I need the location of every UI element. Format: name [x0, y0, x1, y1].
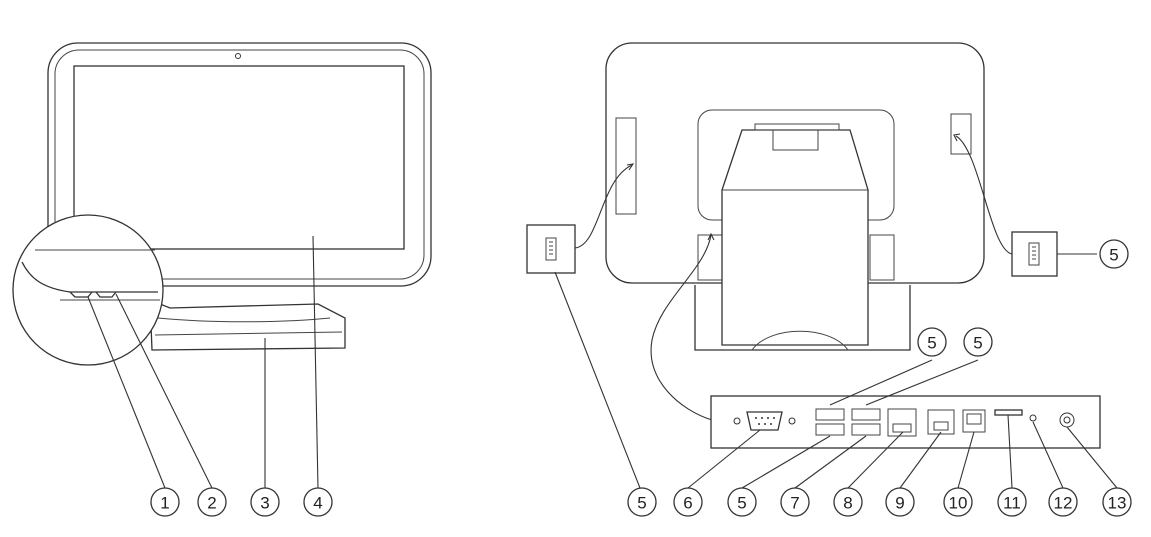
callout-circle [917, 327, 947, 357]
callout-label: 12 [1054, 494, 1073, 513]
rear-view [526, 42, 1118, 489]
callout-label: 2 [207, 494, 216, 513]
callout-13: 13 [1102, 487, 1132, 517]
callout-label: 13 [1108, 494, 1127, 513]
callout-12: 12 [1048, 487, 1078, 517]
rj-port-icon [927, 409, 955, 435]
lan-port-icon [887, 408, 917, 437]
callout-8: 8 [833, 487, 863, 517]
front-leaders [87, 235, 319, 489]
callout-label: 4 [313, 494, 322, 513]
callout-circle [303, 487, 333, 517]
callout-circle [197, 487, 227, 517]
front-stand-base [149, 299, 346, 351]
callout-label: 7 [790, 494, 799, 513]
callout-circle [250, 487, 280, 517]
callout-label: 5 [973, 334, 982, 353]
callout-label: 6 [683, 494, 692, 513]
magnifier-detail [12, 214, 164, 366]
callout-1: 1 [150, 487, 180, 517]
callout-9: 9 [885, 487, 915, 517]
callout-circle [997, 487, 1027, 517]
callout-label: 11 [1003, 494, 1021, 513]
callout-7: 7 [780, 487, 810, 517]
usb-stack-1-icon [815, 408, 845, 436]
rear-leaders [554, 253, 1118, 489]
callout-circle [1048, 487, 1078, 517]
callout-label: 1 [160, 494, 169, 513]
callout-label: 9 [895, 494, 904, 513]
callout-5: 5 [727, 487, 757, 517]
callout-3: 3 [250, 487, 280, 517]
callout-4: 4 [303, 487, 333, 517]
callout-circle [943, 487, 973, 517]
callout-5: 5 [627, 487, 657, 517]
front-view [12, 42, 432, 489]
callout-circle [833, 487, 863, 517]
audio-jack-icon [1029, 414, 1037, 422]
callout-label: 5 [927, 334, 936, 353]
io-box [710, 395, 1101, 449]
callout-label: 5 [637, 494, 646, 513]
front-display [73, 65, 405, 250]
callout-label: 10 [949, 494, 968, 513]
callout-11: 11 [997, 487, 1027, 517]
rear-cables [574, 133, 1013, 421]
callout-circle [673, 487, 703, 517]
callout-label: 5 [737, 494, 746, 513]
callout-circle [780, 487, 810, 517]
callout-circle [1099, 239, 1129, 269]
callout-circle [150, 487, 180, 517]
callout-label: 5 [1109, 246, 1118, 265]
usb-port-left-box [526, 224, 576, 274]
camera-icon [235, 53, 241, 59]
callout-5: 5 [963, 327, 993, 357]
callout-circle [627, 487, 657, 517]
callout-5: 5 [917, 327, 947, 357]
card-slot-icon [994, 409, 1023, 416]
serial-port-icon [733, 411, 796, 431]
callout-circle [885, 487, 915, 517]
usb-stack-2-icon [851, 408, 881, 436]
callout-6: 6 [673, 487, 703, 517]
callout-2: 2 [197, 487, 227, 517]
callout-circle [727, 487, 757, 517]
callout-circle [963, 327, 993, 357]
callout-label: 3 [260, 494, 269, 513]
usb-port-right-box [1011, 231, 1058, 277]
callout-10: 10 [943, 487, 973, 517]
callout-circle [1102, 487, 1132, 517]
callout-5: 5 [1099, 239, 1129, 269]
callout-label: 8 [843, 494, 852, 513]
